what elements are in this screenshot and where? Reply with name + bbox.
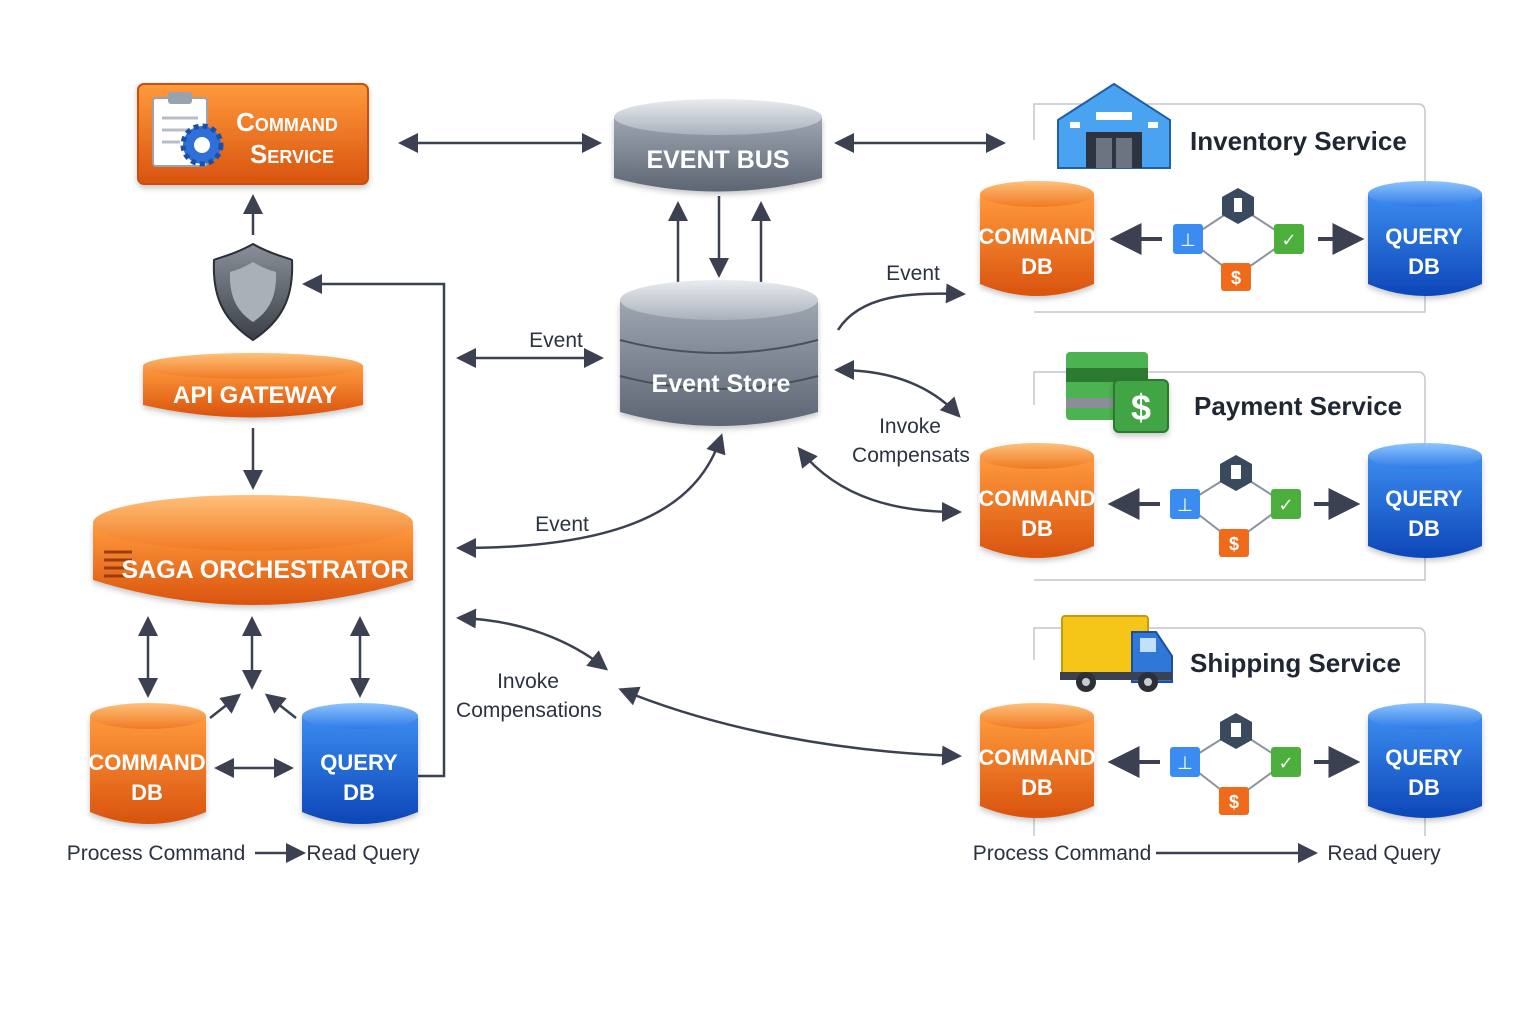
arrow-saga-compensation	[456, 608, 609, 671]
payment-query-db[interactable]: QUERY DB	[1368, 443, 1482, 558]
svg-text:⊥: ⊥	[1180, 230, 1196, 250]
shipping-query-db-line2: DB	[1408, 775, 1440, 800]
svg-text:⊥: ⊥	[1177, 495, 1193, 515]
payment-command-db[interactable]: COMMAND DB	[978, 443, 1096, 558]
query-db-left-line2: DB	[343, 780, 375, 805]
payment-query-db-line1: QUERY	[1385, 486, 1463, 511]
clipboard-gear-icon	[152, 92, 224, 167]
command-service-line2: Service	[250, 139, 334, 169]
connectors	[138, 133, 1318, 863]
shipping-command-db-line1: COMMAND	[978, 745, 1095, 770]
query-db-left[interactable]: QUERY DB	[302, 703, 418, 824]
shipping-workflow-icon: ⊥ ✓ $	[1170, 713, 1301, 815]
label-event-store-left: Event	[529, 329, 583, 352]
api-gateway-label: API GATEWAY	[173, 382, 337, 409]
label-process-command-left: Process Command	[67, 842, 246, 865]
event-store-label: Event Store	[652, 370, 791, 398]
command-db-left-line1: COMMAND	[88, 750, 205, 775]
svg-text:✓: ✓	[1281, 230, 1296, 251]
arrow-store-payment-1	[834, 360, 961, 418]
inventory-workflow-icon: ⊥ ✓ $	[1173, 188, 1304, 291]
money-icon: $	[1066, 352, 1169, 433]
api-gateway[interactable]: API GATEWAY	[143, 353, 363, 418]
shipping-command-db[interactable]: COMMAND DB	[978, 703, 1096, 818]
label-invoke-payment-2: Compensats	[852, 444, 970, 467]
warehouse-icon	[1057, 82, 1171, 169]
payment-query-db-line2: DB	[1408, 516, 1440, 541]
payment-workflow-icon: ⊥ ✓ $	[1170, 455, 1301, 557]
svg-text:⊥: ⊥	[1177, 753, 1193, 773]
payment-command-db-line1: COMMAND	[978, 486, 1095, 511]
arrow-compensation-shipping	[618, 686, 962, 766]
saga-orchestrator-label: SAGA ORCHESTRATOR	[121, 556, 408, 584]
command-service-line1: Command	[236, 107, 338, 137]
inventory-query-db-line2: DB	[1408, 254, 1440, 279]
inventory-service-title: Inventory Service	[1190, 126, 1407, 156]
payment-service-panel[interactable]: $ Payment Service COMMAND DB QUERY DB	[978, 352, 1482, 581]
command-service-box[interactable]: Command Service	[137, 83, 369, 185]
label-invoke-payment-1: Invoke	[879, 415, 941, 438]
inventory-query-db[interactable]: QUERY DB	[1368, 181, 1482, 296]
shipping-query-db-line1: QUERY	[1385, 745, 1463, 770]
query-db-left-line1: QUERY	[320, 750, 398, 775]
label-read-query-right: Read Query	[1327, 842, 1441, 865]
shipping-command-db-line2: DB	[1021, 775, 1053, 800]
svg-text:✓: ✓	[1278, 753, 1293, 774]
truck-icon	[1060, 615, 1173, 692]
arrow-query-up	[264, 693, 297, 719]
inventory-service-panel[interactable]: Inventory Service COMMAND DB QUERY DB ⊥	[978, 82, 1482, 313]
label-invoke-saga-2: Compensations	[456, 699, 602, 722]
shipping-query-db[interactable]: QUERY DB	[1368, 703, 1482, 818]
label-process-command-right: Process Command	[973, 842, 1152, 865]
svg-text:$: $	[1231, 268, 1241, 288]
event-store[interactable]: Event Store	[619, 280, 819, 426]
command-db-left-line2: DB	[131, 780, 163, 805]
arrow-query-shield	[302, 274, 446, 778]
saga-orchestrator[interactable]: SAGA ORCHESTRATOR	[93, 495, 413, 605]
event-bus-label: EVENT BUS	[646, 146, 789, 174]
label-read-query-left: Read Query	[306, 842, 420, 865]
svg-text:$: $	[1229, 792, 1239, 812]
arrow-store-saga	[456, 433, 726, 558]
label-event-inventory: Event	[886, 262, 940, 285]
arrow-command-up	[209, 693, 242, 719]
label-event-saga: Event	[535, 513, 589, 536]
inventory-command-db-line2: DB	[1021, 254, 1053, 279]
inventory-command-db-line1: COMMAND	[978, 224, 1095, 249]
arrow-store-inventory	[836, 283, 966, 331]
server-lines-icon	[104, 550, 132, 578]
shield-icon	[212, 242, 294, 342]
command-db-left[interactable]: COMMAND DB	[88, 703, 206, 824]
arrow-store-payment-2	[797, 446, 962, 522]
label-invoke-saga-1: Invoke	[497, 670, 559, 693]
payment-service-title: Payment Service	[1194, 391, 1402, 421]
svg-text:$: $	[1131, 387, 1151, 428]
event-bus[interactable]: EVENT BUS	[614, 99, 822, 192]
payment-command-db-line2: DB	[1021, 516, 1053, 541]
shipping-service-panel[interactable]: Shipping Service COMMAND DB QUERY DB ⊥	[978, 615, 1482, 836]
svg-text:✓: ✓	[1278, 495, 1293, 516]
inventory-query-db-line1: QUERY	[1385, 224, 1463, 249]
svg-text:$: $	[1229, 534, 1239, 554]
shipping-service-title: Shipping Service	[1190, 648, 1401, 678]
inventory-command-db[interactable]: COMMAND DB	[978, 181, 1096, 296]
